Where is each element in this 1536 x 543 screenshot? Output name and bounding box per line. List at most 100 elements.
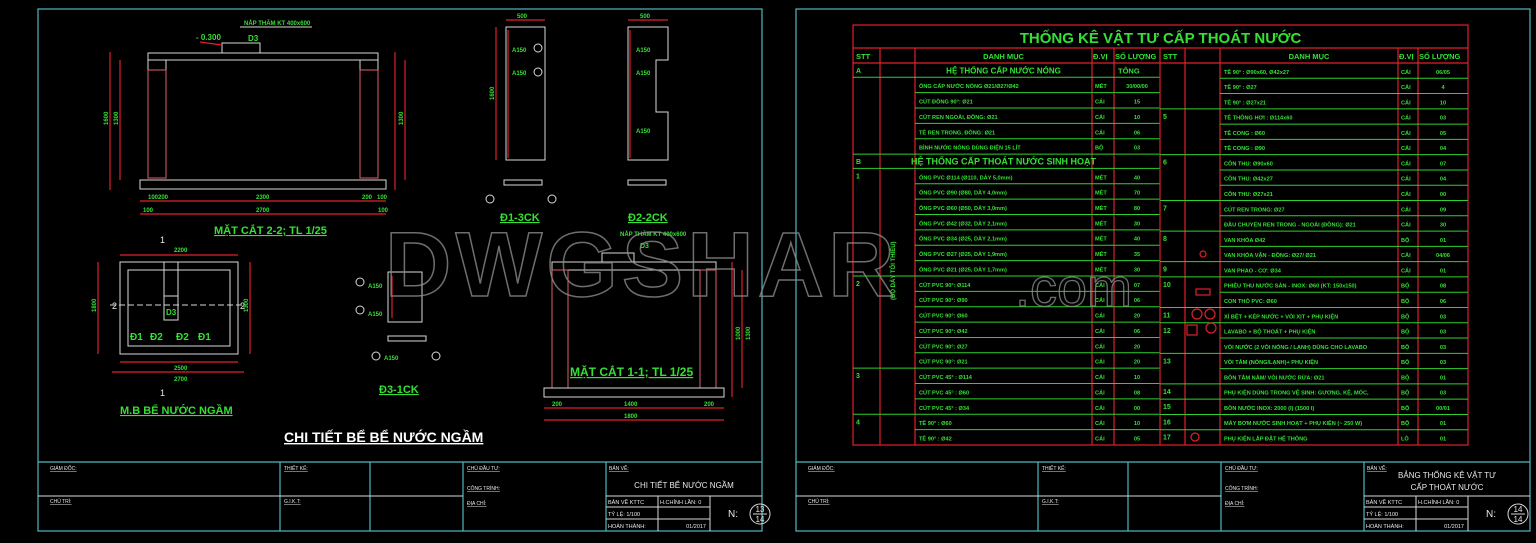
item-quantity: 03 xyxy=(1440,314,1446,320)
sheet-total: 14 xyxy=(1514,515,1523,524)
item-unit: BỘ xyxy=(1401,282,1410,290)
item-unit: MÉT xyxy=(1095,173,1107,181)
item-unit: CÁI xyxy=(1095,328,1105,335)
lavabo-icon xyxy=(1186,324,1198,336)
header-so-luong: SỐ LƯỢNG xyxy=(1115,51,1157,61)
sheet-number: 13 xyxy=(756,505,765,514)
svg-text:2500: 2500 xyxy=(174,366,188,372)
svg-text:Đ1-3CK: Đ1-3CK xyxy=(500,212,540,224)
svg-text:1800: 1800 xyxy=(92,298,98,312)
item-unit: CÁI xyxy=(1401,176,1411,183)
svg-text:A150: A150 xyxy=(636,71,651,77)
item-unit: CÁI xyxy=(1095,389,1105,396)
svg-text:2300: 2300 xyxy=(256,195,270,201)
row-stt: 13 xyxy=(1163,358,1171,365)
item-quantity: 20 xyxy=(1134,360,1140,366)
header-don-vi: Đ.VỊ xyxy=(1399,52,1414,61)
section-1-1: NẮP THĂM KT 400x600 D3 200 1400 200 1800… xyxy=(543,230,752,421)
svg-text:A150: A150 xyxy=(368,312,383,318)
row-stt: 7 xyxy=(1163,206,1167,213)
label-gikt: G.I.K.T: xyxy=(284,499,301,505)
svg-text:1000: 1000 xyxy=(736,326,742,340)
item-quantity: 05 xyxy=(1440,131,1446,137)
right-title-block: GIÁM ĐỐC:THIẾT KẾ:CHỦ ĐẦU TƯ:CÔNG TRÌNH:… xyxy=(796,462,1530,531)
label-hoan-thanh: HOÀN THÀNH: xyxy=(608,523,646,530)
watermark-logo-suffix: .com xyxy=(1015,258,1132,318)
right-sheet-frame xyxy=(795,8,1531,532)
item-unit: BỘ xyxy=(1095,144,1104,152)
item-name: BỒN TẮM NẰM/ VÒI NƯỚC RỬA: Ø21 xyxy=(1224,373,1324,381)
item-quantity: 09 xyxy=(1440,207,1446,213)
label-chu-dau-tu: CHỦ ĐẦU TƯ: xyxy=(467,465,500,472)
svg-text:100: 100 xyxy=(378,208,389,214)
item-unit: CÁI xyxy=(1095,313,1105,320)
item-name: CÚT PVC 90°: Ø21 xyxy=(919,359,968,366)
item-quantity: 00 xyxy=(1134,406,1140,412)
item-unit: CÁI xyxy=(1095,359,1105,366)
item-name: CÚT PVC 90°: Ø60 xyxy=(919,313,968,320)
item-unit: BỘ xyxy=(1401,343,1410,351)
svg-text:2: 2 xyxy=(240,301,245,311)
valve-icon xyxy=(1199,250,1207,258)
item-unit: CÁI xyxy=(1095,405,1105,412)
item-name: VÒI TẮM (NÓNG/LẠNH)+ PHỤ KIỆN xyxy=(1224,358,1318,366)
row-stt: 5 xyxy=(1163,114,1167,121)
svg-text:D3: D3 xyxy=(166,308,177,317)
label-ty-le: TỶ LỆ: 1/100 xyxy=(1366,510,1398,518)
item-name: ỐNG PVC Ø60 (Ø50, DÀY 3,0mm) xyxy=(919,205,1007,212)
svg-text:- 0.300: - 0.300 xyxy=(196,33,221,42)
svg-text:1: 1 xyxy=(160,235,165,245)
svg-text:A150: A150 xyxy=(384,356,399,362)
item-name: CÚT PVC 90°: Ø27 xyxy=(919,343,968,350)
item-unit: MÉT xyxy=(1095,189,1107,197)
svg-text:A150: A150 xyxy=(512,71,527,77)
item-unit: MÉT xyxy=(1095,219,1107,227)
item-unit: MÉT xyxy=(1095,265,1107,273)
item-name: ỐNG PVC Ø27 (Ø25, DÀY 1,9mm) xyxy=(919,251,1007,258)
item-name: BÌNH NƯỚC NÓNG DÙNG ĐIỆN 15 LÍT xyxy=(919,144,1021,152)
svg-text:1800: 1800 xyxy=(624,414,638,420)
section-heading: HỆ THỐNG CẤP THOÁT NƯỚC SINH HOẠT xyxy=(911,155,1096,166)
label-chu-dau-tu: CHỦ ĐẦU TƯ: xyxy=(1225,465,1258,472)
item-name: LAVABO + BỘ THOÁT + PHỤ KIỆN xyxy=(1224,328,1315,336)
label-hieu-chinh: H.CHỈNH LẦN: 0 xyxy=(1418,499,1459,506)
item-unit: CÁI xyxy=(1401,99,1411,106)
item-unit: MÉT xyxy=(1095,235,1107,243)
svg-text:Đ1: Đ1 xyxy=(130,332,143,343)
item-unit: CÁI xyxy=(1095,343,1105,350)
item-quantity: 20 xyxy=(1134,344,1140,350)
label-sheet-number: N: xyxy=(1486,509,1496,520)
item-unit: BỘ xyxy=(1401,328,1410,336)
header-so-luong: SỐ LƯỢNG xyxy=(1419,51,1461,61)
item-unit: CÁI xyxy=(1095,282,1105,289)
section-heading: HỆ THỐNG CẤP NƯỚC NÓNG xyxy=(946,65,1061,75)
header-danh-muc: DANH MỤC xyxy=(983,52,1024,61)
svg-text:1300: 1300 xyxy=(244,298,250,312)
row-stt: 9 xyxy=(1163,267,1167,274)
item-unit: CÁI xyxy=(1095,99,1105,106)
item-unit: BỘ xyxy=(1401,404,1410,412)
item-quantity: 30/00/00 xyxy=(1126,84,1148,90)
item-quantity: 03 xyxy=(1440,391,1446,397)
svg-text:MẶT CẮT 2-2; TL 1/25: MẶT CẮT 2-2; TL 1/25 xyxy=(214,224,327,237)
toilet-icon xyxy=(1191,308,1203,320)
row-stt: 1 xyxy=(856,173,860,180)
sheet-total: 14 xyxy=(756,515,765,524)
item-quantity: 01 xyxy=(1440,375,1446,381)
item-name: CÚT PVC 45° : Ø114 xyxy=(919,374,973,381)
item-quantity: 35 xyxy=(1134,252,1140,258)
detail-d3-1ck: A150 A150 A150 Đ3-1CK xyxy=(355,271,441,396)
item-name: TÊ 90° : Ø27x21 xyxy=(1224,98,1266,106)
item-quantity: 10 xyxy=(1440,100,1446,106)
row-stt: 4 xyxy=(856,419,860,426)
item-quantity: 08 xyxy=(1440,284,1446,290)
svg-text:1400: 1400 xyxy=(624,402,638,408)
item-quantity: 01 xyxy=(1440,421,1446,427)
item-quantity: 4 xyxy=(1441,85,1445,91)
item-unit: CÁI xyxy=(1401,84,1411,91)
label-thiet-ke: THIẾT KẾ: xyxy=(284,465,308,472)
item-quantity: 10 xyxy=(1134,421,1140,427)
item-unit: BỘ xyxy=(1401,236,1410,244)
item-name: BỒN NƯỚC INOX: 2000 (l) (1500 l) xyxy=(1224,404,1314,412)
label-giam-doc: GIÁM ĐỐC: xyxy=(808,465,835,472)
